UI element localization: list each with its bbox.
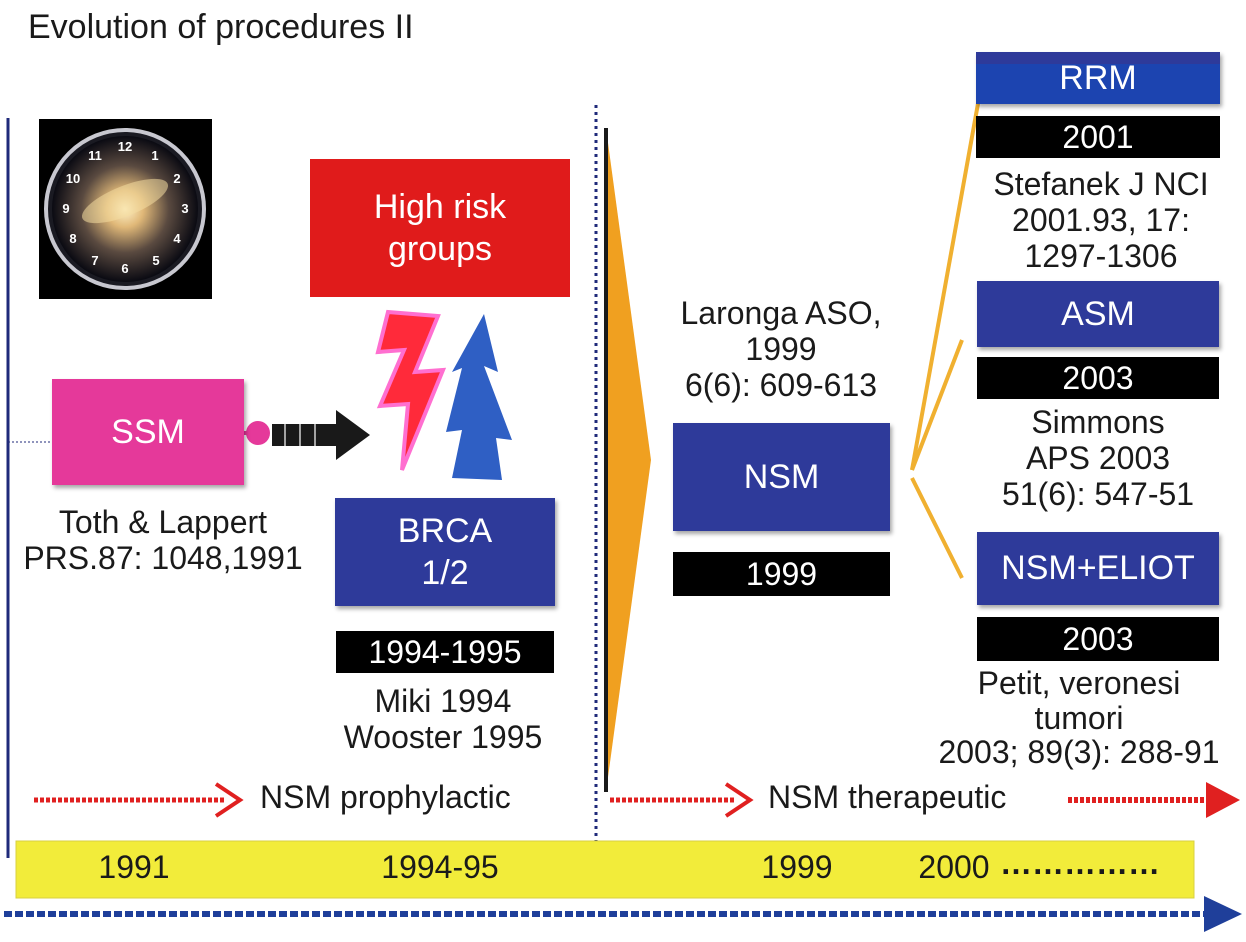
black-arrow-icon	[272, 410, 370, 460]
high-risk-groups-box: High risk groups	[310, 159, 570, 297]
asm-year-label: 2003	[977, 357, 1219, 399]
brca-year-label: 1994-1995	[336, 631, 554, 673]
page-title: Evolution of procedures II	[28, 8, 414, 46]
rrm-reference: Stefanek J NCI 2001.93, 17: 1297-1306	[993, 166, 1209, 274]
brca-box: BRCA 1/2	[335, 498, 555, 606]
asm-reference: Simmons APS 2003 51(6): 547-51	[1001, 404, 1195, 512]
timeline-bar	[15, 840, 1195, 899]
nsm-eliot-box: NSM+ELIOT	[977, 532, 1219, 605]
svg-text:6: 6	[121, 261, 128, 276]
rrm-year-label: 2001	[976, 116, 1220, 158]
orange-wedge	[606, 128, 651, 792]
svg-text:5: 5	[152, 253, 159, 268]
ssm-box: SSM	[52, 379, 244, 485]
svg-text:1: 1	[151, 148, 158, 163]
nsm-eliot-year-label: 2003	[977, 617, 1219, 661]
lightning-bolt-icon	[446, 314, 512, 480]
therapeutic-arrow-right	[1068, 782, 1240, 818]
timeline-year-1991: 1991	[98, 849, 170, 885]
brca-reference: Miki 1994 Wooster 1995	[343, 683, 543, 755]
svg-text:12: 12	[118, 139, 132, 154]
timeline-year-1999: 1999	[761, 849, 833, 885]
svg-text:9: 9	[62, 201, 69, 216]
timeline-year-2000: 2000	[918, 849, 990, 885]
svg-text:4: 4	[173, 231, 181, 246]
lightning-bolt-icon	[375, 309, 447, 471]
therapeutic-arrow-left	[610, 782, 754, 818]
rrm-box: RRM	[976, 52, 1220, 104]
svg-text:7: 7	[91, 253, 98, 268]
laronga-reference: Laronga ASO, 1999 6(6): 609-613	[680, 295, 882, 403]
nsm-prophylactic-label: NSM prophylactic	[260, 779, 511, 815]
nsm-box: NSM	[673, 423, 890, 531]
svg-text:10: 10	[66, 171, 80, 186]
svg-text:8: 8	[69, 231, 76, 246]
svg-text:2: 2	[173, 171, 180, 186]
timeline-year-1994-95: 1994-95	[381, 849, 499, 885]
prophylactic-arrow	[34, 782, 244, 818]
branch-lines	[910, 97, 981, 579]
ssm-knob	[246, 421, 270, 445]
nsm-therapeutic-label: NSM therapeutic	[768, 779, 1007, 815]
asm-box: ASM	[977, 281, 1219, 347]
bottom-time-arrow	[4, 896, 1242, 932]
svg-text:3: 3	[181, 201, 188, 216]
nsm-year-label: 1999	[673, 552, 890, 596]
nsm-eliot-reference: Petit, veronesi tumori 2003; 89(3): 288-…	[938, 665, 1220, 771]
timeline-ellipsis: ……………	[1000, 846, 1160, 881]
svg-text:11: 11	[88, 148, 102, 163]
ssm-reference: Toth & Lappert PRS.87: 1048,1991	[23, 504, 303, 576]
